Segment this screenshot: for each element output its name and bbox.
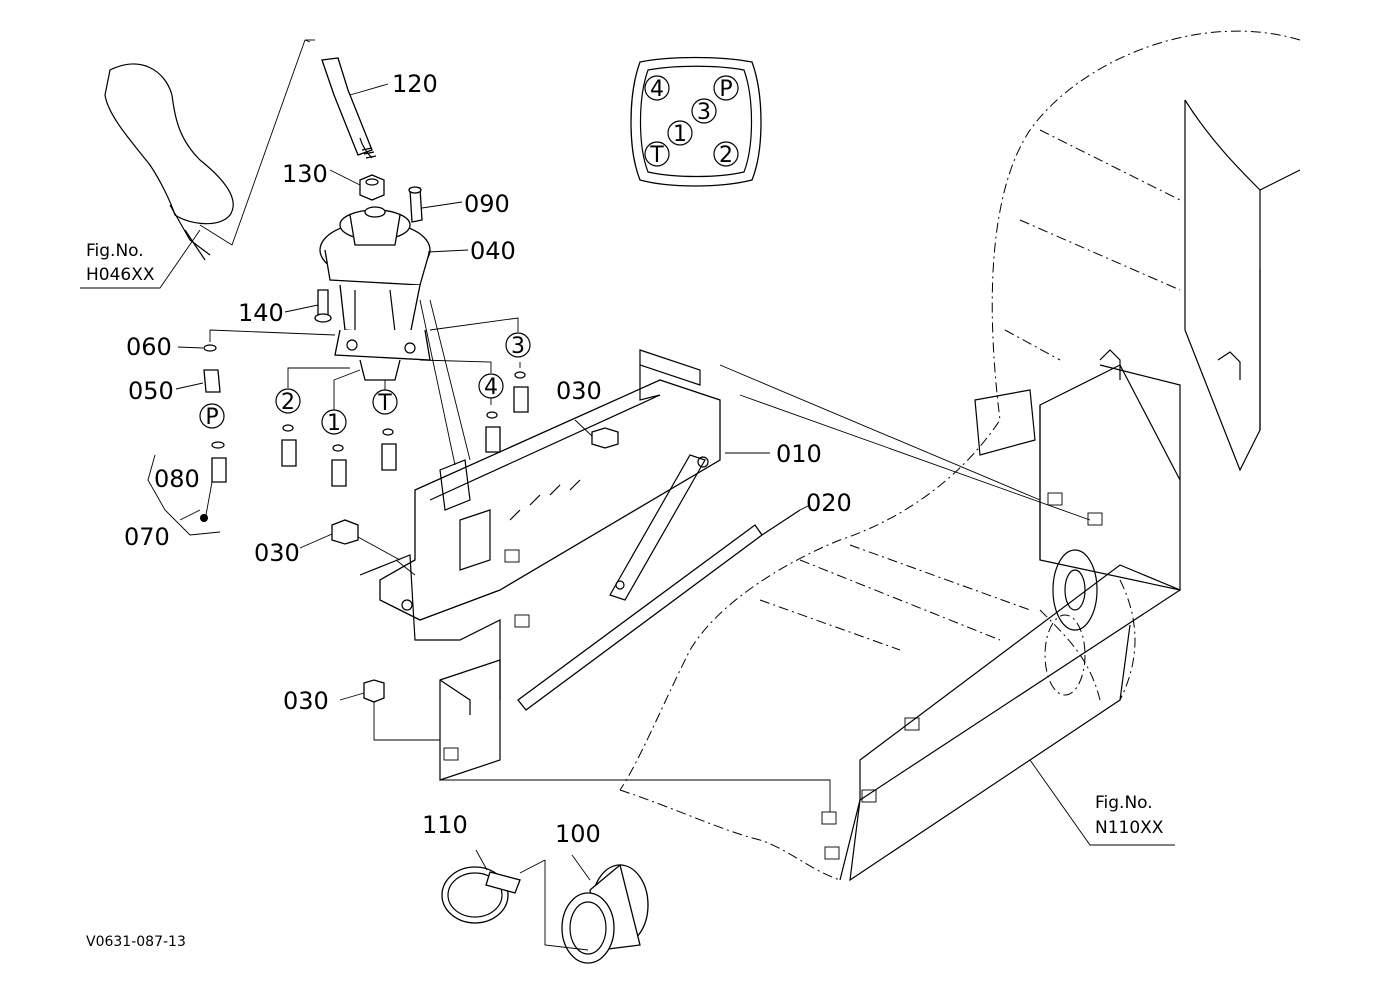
part-number-060: 060 bbox=[126, 333, 172, 361]
joystick-grip bbox=[104, 63, 234, 261]
floor-frame bbox=[821, 99, 1301, 882]
figure-ref-prefix: Fig.No. bbox=[1095, 793, 1153, 813]
port-fittings bbox=[281, 371, 529, 487]
figure-ref-code: N110XX bbox=[1095, 818, 1164, 838]
port-label-p: P bbox=[205, 405, 218, 430]
leader-lines bbox=[80, 39, 1175, 951]
plate-label-1: 1 bbox=[673, 122, 687, 147]
hose-band-110 bbox=[441, 866, 521, 924]
port-label-3: 3 bbox=[511, 334, 525, 359]
part-number-130: 130 bbox=[282, 160, 328, 188]
port-label-4: 4 bbox=[484, 375, 498, 400]
boot-100 bbox=[561, 863, 649, 964]
plate-label-2: 2 bbox=[719, 143, 733, 168]
part-number-080: 080 bbox=[154, 465, 200, 493]
part-number-120: 120 bbox=[392, 70, 438, 98]
bolt-090 bbox=[408, 186, 423, 223]
figure-ref-n110xx: Fig.No. N110XX bbox=[1095, 793, 1164, 838]
fittings bbox=[200, 344, 227, 522]
part-number-040: 040 bbox=[470, 237, 516, 265]
part-number-020: 020 bbox=[806, 489, 852, 517]
part-number-070: 070 bbox=[124, 523, 170, 551]
pattern-plate: 4 P 3 1 T 2 bbox=[630, 56, 762, 187]
plate-label-p: P bbox=[719, 77, 732, 102]
part-number-010: 010 bbox=[776, 440, 822, 468]
figure-ref-prefix: Fig.No. bbox=[86, 241, 144, 261]
bolts-030 bbox=[331, 427, 619, 703]
part-number-090: 090 bbox=[464, 190, 510, 218]
plate-label-3: 3 bbox=[697, 100, 711, 125]
part-number-labels: 120 130 090 040 140 060 050 080 070 030 … bbox=[124, 70, 852, 848]
floor-frame-outline bbox=[619, 30, 1301, 881]
part-number-030-c: 030 bbox=[283, 687, 329, 715]
part-number-030-b: 030 bbox=[254, 539, 300, 567]
plate-label-4: 4 bbox=[650, 77, 664, 102]
port-label-1: 1 bbox=[327, 411, 341, 436]
pilot-valve-040 bbox=[319, 206, 431, 381]
part-number-030-a: 030 bbox=[556, 377, 602, 405]
part-number-140: 140 bbox=[238, 299, 284, 327]
figure-ref-code: H046XX bbox=[86, 265, 155, 285]
nut-130 bbox=[359, 174, 385, 201]
part-number-100: 100 bbox=[555, 820, 601, 848]
port-label-2: 2 bbox=[281, 390, 295, 415]
bracket-010 bbox=[359, 349, 721, 781]
port-label-t: T bbox=[377, 391, 392, 416]
figure-ref-h046xx: Fig.No. H046XX bbox=[86, 241, 155, 285]
lever-120 bbox=[321, 57, 377, 159]
drawing-reference: V0631-087-13 bbox=[86, 934, 186, 950]
rod-020 bbox=[517, 509, 801, 711]
stay bbox=[609, 454, 706, 601]
bolt-140 bbox=[314, 289, 332, 323]
plate-label-t: T bbox=[649, 143, 664, 168]
part-number-110: 110 bbox=[422, 811, 468, 839]
part-number-050: 050 bbox=[128, 377, 174, 405]
